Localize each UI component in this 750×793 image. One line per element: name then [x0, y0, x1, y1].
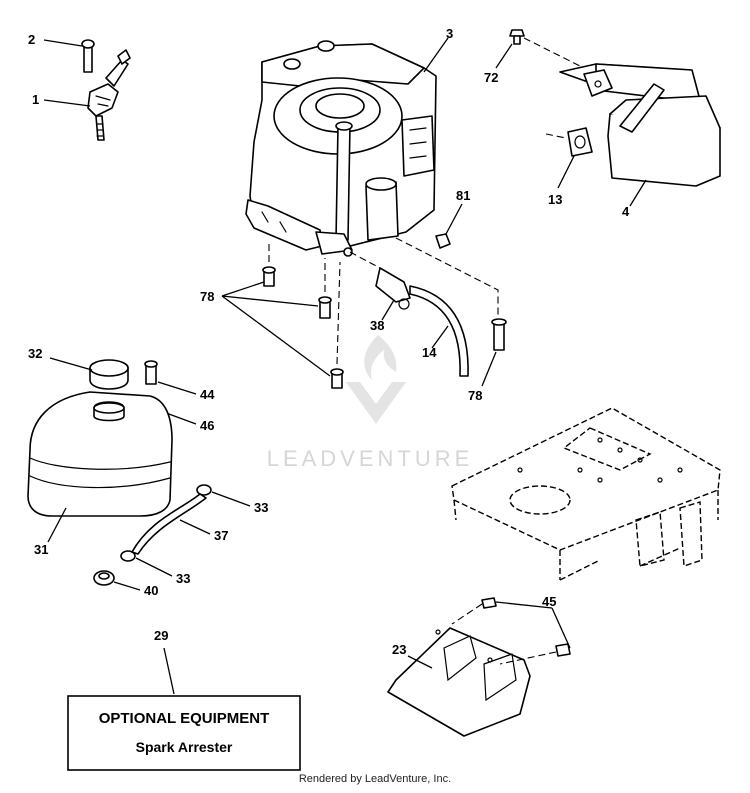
nut-81[interactable] — [435, 233, 451, 249]
heat-shield[interactable] — [387, 627, 531, 737]
footer-credit: Rendered by LeadVenture, Inc. — [298, 773, 452, 785]
throttle-control-bracket[interactable] — [81, 39, 131, 141]
callout-1[interactable]: 1 — [32, 92, 39, 107]
callout-33-upper[interactable]: 33 — [254, 500, 268, 515]
callout-81[interactable]: 81 — [456, 188, 470, 203]
callout-78-right[interactable]: 78 — [468, 388, 482, 403]
fuel-tank[interactable] — [27, 391, 173, 517]
callout-32[interactable]: 32 — [28, 346, 42, 361]
fuel-fitting[interactable] — [93, 570, 115, 586]
callout-2[interactable]: 2 — [28, 32, 35, 47]
callout-45[interactable]: 45 — [542, 594, 556, 609]
tank-screw[interactable] — [144, 360, 158, 385]
fuel-filter[interactable] — [375, 267, 411, 310]
callout-72[interactable]: 72 — [484, 70, 498, 85]
fuel-line[interactable] — [409, 285, 469, 377]
bolts-78[interactable] — [262, 266, 507, 389]
callout-4[interactable]: 4 — [622, 204, 630, 219]
callout-23[interactable]: 23 — [392, 642, 406, 657]
optional-equipment-box[interactable]: OPTIONAL EQUIPMENT Spark Arrester — [67, 695, 301, 771]
callout-46[interactable]: 46 — [200, 418, 214, 433]
callout-40[interactable]: 40 — [144, 583, 158, 598]
spark-arrester-label: Spark Arrester — [136, 739, 233, 755]
leadventure-watermark: LEADVENTURE — [267, 335, 474, 471]
callout-38[interactable]: 38 — [370, 318, 384, 333]
heat-shield-screws[interactable] — [481, 597, 571, 657]
callout-29[interactable]: 29 — [154, 628, 168, 643]
callout-78-left[interactable]: 78 — [200, 289, 214, 304]
watermark-text: LEADVENTURE — [267, 446, 474, 471]
mower-frame — [451, 407, 721, 581]
optional-equipment-title: OPTIONAL EQUIPMENT — [99, 710, 270, 727]
muffler-bolt[interactable] — [509, 29, 525, 45]
hose-clamp-upper[interactable] — [196, 484, 212, 496]
fuel-hose[interactable] — [131, 493, 207, 555]
callout-13[interactable]: 13 — [548, 192, 562, 207]
exhaust-gasket[interactable] — [567, 127, 593, 157]
callout-44[interactable]: 44 — [200, 387, 215, 402]
callout-14[interactable]: 14 — [422, 345, 437, 360]
fuel-cap[interactable] — [89, 359, 129, 390]
callout-37[interactable]: 37 — [214, 528, 228, 543]
muffler[interactable] — [559, 63, 721, 187]
engine[interactable] — [245, 40, 437, 257]
callout-3[interactable]: 3 — [446, 26, 453, 41]
hose-clamp-lower[interactable] — [120, 550, 136, 562]
callout-33-lower[interactable]: 33 — [176, 571, 190, 586]
callout-31[interactable]: 31 — [34, 542, 48, 557]
